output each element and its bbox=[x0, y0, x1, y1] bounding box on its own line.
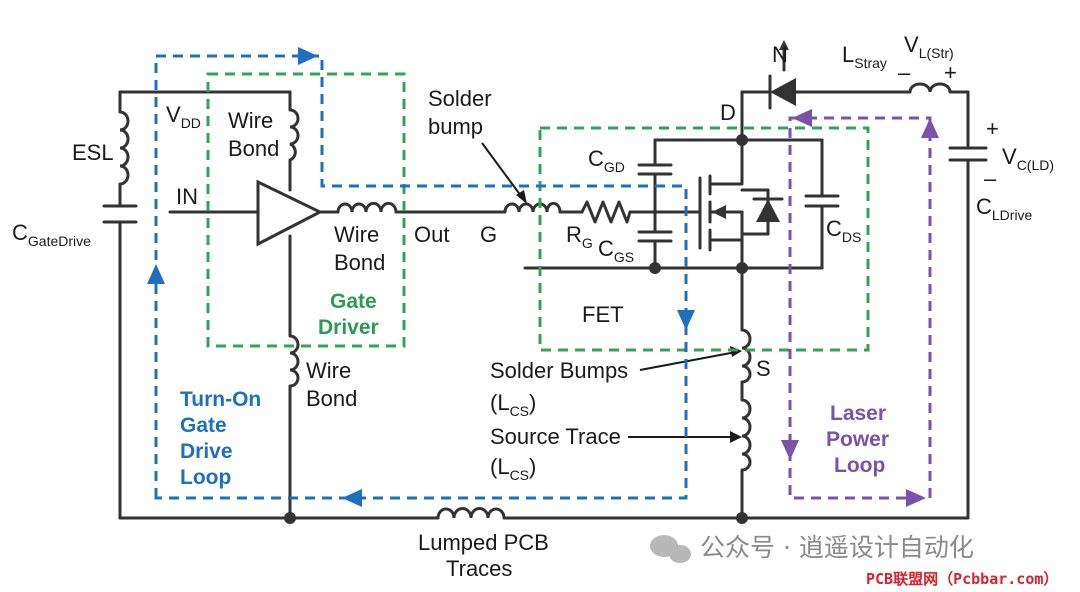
cgs-capacitor bbox=[637, 230, 673, 243]
cldrive-label: CLDrive bbox=[976, 194, 1033, 223]
c-gatedrive-capacitor bbox=[102, 204, 138, 224]
wechat-watermark-text: 公众号 · 逍遥设计自动化 bbox=[700, 533, 974, 562]
vc-label: VC(LD) bbox=[1002, 144, 1054, 173]
site-watermark: PCB联盟网（Pcbbar.com） bbox=[866, 570, 1058, 588]
cds-capacitor bbox=[804, 194, 840, 208]
rg-resistor bbox=[580, 200, 632, 224]
wechat-icon bbox=[650, 535, 691, 563]
turn-on-gate-drive-loop bbox=[154, 54, 688, 500]
solder-bump-inductor bbox=[503, 201, 562, 213]
laser-n-label: N bbox=[772, 42, 788, 67]
turn-on-label-4: Loop bbox=[180, 466, 231, 489]
wire-bond-low-label-2: Bond bbox=[306, 386, 357, 411]
cgd-capacitor bbox=[637, 163, 673, 176]
gate-driver-box bbox=[206, 72, 406, 348]
gate-driver-label-1: Gate bbox=[330, 290, 377, 313]
solder-bump-label-1: Solder bbox=[428, 86, 492, 111]
cds-label: CDS bbox=[826, 216, 861, 245]
source-trace-label: Source Trace bbox=[490, 424, 621, 449]
out-label: Out bbox=[414, 222, 449, 247]
laser-loop-label-1: Laser bbox=[830, 402, 886, 425]
lumped-pcb-inductor bbox=[436, 506, 506, 519]
d-label: D bbox=[720, 100, 736, 125]
esl-inductor bbox=[119, 110, 130, 186]
lstray-inductor bbox=[908, 82, 952, 93]
turn-on-loop-arrows bbox=[147, 47, 695, 507]
cldrive-capacitor bbox=[948, 146, 988, 162]
vc-minus: – bbox=[984, 166, 997, 191]
wire-bond-out-label-1: Wire bbox=[334, 222, 379, 247]
g-label: G bbox=[480, 222, 497, 247]
wire-bond-low-label-1: Wire bbox=[306, 358, 351, 383]
fet-transistor bbox=[698, 174, 784, 252]
fet-box bbox=[538, 126, 870, 352]
lumped-pcb-label-2: Traces bbox=[446, 556, 512, 581]
wire-bond-top-inductor bbox=[289, 108, 300, 162]
solder-bumps-label: Solder Bumps bbox=[490, 358, 628, 383]
lstray-label: LStray bbox=[842, 42, 887, 71]
gate-driver-amplifier bbox=[256, 179, 324, 247]
source-trace-inductor bbox=[741, 398, 752, 472]
esl-label: ESL bbox=[72, 140, 114, 165]
vl-plus: + bbox=[944, 60, 957, 85]
wire-bond-top-label-1: Wire bbox=[228, 108, 273, 133]
vc-plus: + bbox=[986, 116, 999, 141]
gate-driver-label-2: Driver bbox=[318, 316, 379, 339]
in-label: IN bbox=[176, 184, 198, 209]
turn-on-label-1: Turn-On bbox=[180, 388, 261, 411]
laser-loop-label-3: Loop bbox=[834, 454, 885, 477]
cgd-label: CGD bbox=[588, 146, 625, 175]
vl-minus: – bbox=[898, 60, 911, 85]
lcs-label-2: (LCS) bbox=[490, 454, 536, 483]
source-solder-bump-inductor bbox=[741, 328, 752, 384]
annotation-arrows bbox=[481, 142, 742, 443]
wire-bond-out-inductor bbox=[336, 201, 398, 213]
wire-bond-out-label-2: Bond bbox=[334, 250, 385, 275]
fet-label: FET bbox=[582, 302, 624, 327]
lumped-pcb-label-1: Lumped PCB bbox=[418, 530, 549, 555]
lcs-label-1: (LCS) bbox=[490, 390, 536, 419]
rg-label: RG bbox=[566, 222, 593, 251]
wire-bond-top-label-2: Bond bbox=[228, 136, 279, 161]
solder-bump-label-2: bump bbox=[428, 114, 483, 139]
vl-label: VL(Str) bbox=[904, 32, 954, 61]
turn-on-label-3: Drive bbox=[180, 440, 233, 463]
laser-loop-label-2: Power bbox=[826, 428, 889, 451]
s-label: S bbox=[756, 356, 771, 381]
cgs-label: CGS bbox=[598, 236, 634, 265]
junction-dots bbox=[284, 134, 748, 524]
wechat-watermark: 公众号 · 逍遥设计自动化 bbox=[650, 533, 974, 563]
laser-diode bbox=[768, 40, 796, 110]
laser-power-loop bbox=[788, 116, 932, 500]
c-gatedrive-label: CGateDrive bbox=[12, 220, 91, 249]
laser-loop-arrows bbox=[781, 109, 939, 507]
vdd-label: VDD bbox=[166, 102, 201, 131]
turn-on-label-2: Gate bbox=[180, 414, 227, 437]
wire-bond-low-inductor bbox=[289, 334, 300, 388]
